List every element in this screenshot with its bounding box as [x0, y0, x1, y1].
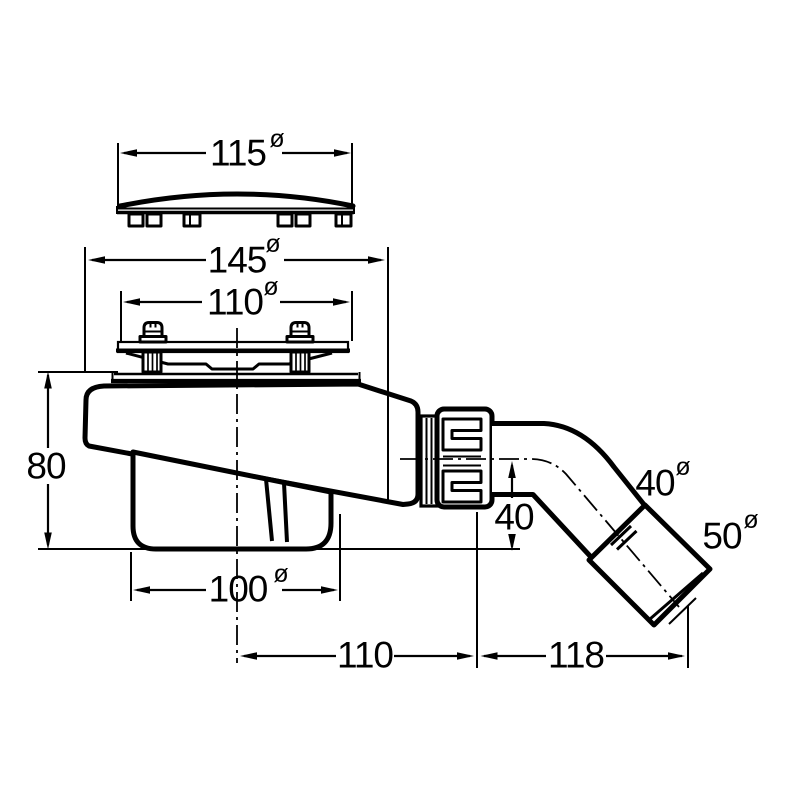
cover-dome-outline	[117, 191, 356, 209]
outlet-centre-line	[400, 458, 680, 608]
dim-115-diameter-symbol: ø	[269, 125, 284, 153]
dim-40-pipe-diameter-symbol: ø	[675, 453, 690, 481]
label-socket-50: 50 ø	[702, 506, 758, 557]
cover-base-ends	[116, 206, 355, 214]
dim-cup-100: 100 ø	[130, 514, 341, 610]
bolt-left	[138, 321, 168, 344]
plate-rib-right	[289, 350, 311, 374]
extension-lines	[117, 143, 353, 206]
dim-115-label: 115	[210, 133, 266, 174]
nut-slot-lower	[441, 469, 483, 504]
socket-end-rim	[649, 571, 704, 621]
extension-lines	[120, 291, 353, 341]
dim-40-pipe-label: 40	[635, 463, 675, 504]
dim-145-diameter-symbol: ø	[265, 230, 280, 258]
dim-100-diameter-symbol: ø	[273, 560, 288, 588]
dim-80-label: 80	[26, 446, 66, 487]
plate-rib-left	[141, 350, 163, 374]
plate-underside-profile	[125, 351, 333, 371]
extension-lines	[668, 597, 697, 668]
trap-side-view	[82, 321, 713, 663]
pipe-lower-edge	[489, 492, 594, 560]
dim-projection-118: 118	[480, 597, 697, 676]
label-pipe-40: 40 ø	[635, 453, 690, 504]
dim-100-label: 100	[209, 569, 268, 610]
dim-118-label: 118	[548, 635, 604, 676]
extension-lines	[84, 247, 389, 500]
dim-145-label: 145	[208, 240, 267, 281]
dim-plate-110: 110 ø	[120, 273, 353, 341]
dim-height-80: 80	[26, 371, 520, 550]
dim-110-top-label: 110	[207, 282, 263, 323]
dim-110-top-diameter-symbol: ø	[263, 273, 278, 301]
union-nut	[434, 406, 495, 510]
collar-ends	[111, 372, 361, 383]
dim-offset-110: 110	[240, 512, 478, 676]
dim-outlet-height-40: 40	[494, 461, 535, 551]
cover-side-view	[116, 191, 356, 228]
dim-cover-115: 115 ø	[117, 125, 353, 206]
dim-50-diameter-symbol: ø	[743, 506, 758, 534]
extension-lines	[130, 514, 341, 601]
cup-outlet-partition	[264, 478, 289, 543]
trap-body-outline	[82, 381, 421, 507]
nut-slot-upper	[441, 417, 483, 452]
cover-feet	[127, 212, 353, 228]
dim-50-label: 50	[702, 516, 742, 557]
outlet-socket	[586, 502, 713, 628]
bolt-right	[285, 321, 315, 344]
dim-110-bottom-label: 110	[337, 635, 393, 676]
pipe-socket-step	[609, 524, 638, 551]
dim-40-vertical-label: 40	[494, 497, 534, 538]
pipe-upper-edge	[489, 421, 649, 510]
dim-flange-145: 145 ø	[84, 230, 389, 500]
